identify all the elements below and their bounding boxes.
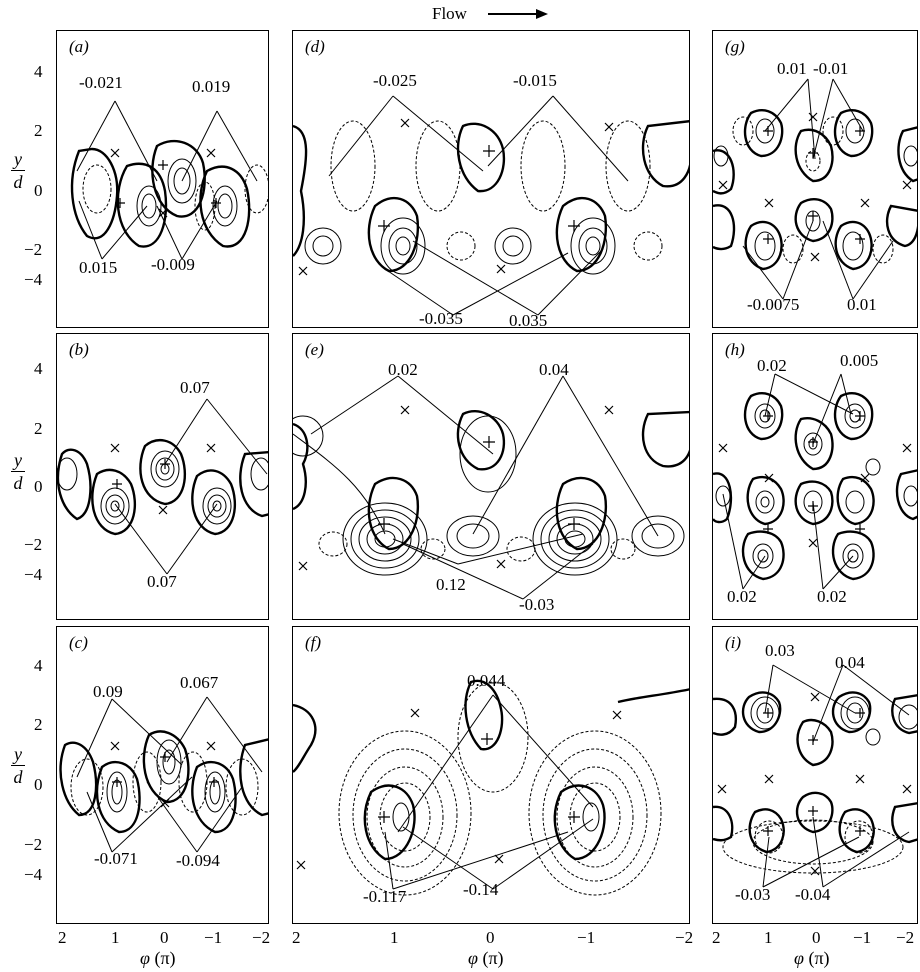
annotation: -0.035	[419, 309, 463, 328]
annotation: -0.025	[373, 71, 417, 90]
annotation: -0.03	[735, 885, 771, 904]
y-tick: 4	[34, 62, 43, 81]
contour-plot-e	[293, 375, 689, 600]
x-tick: 1	[764, 928, 773, 947]
annotation: 0.067	[180, 673, 219, 692]
x-tick: −1	[204, 928, 223, 947]
panel-h: (h) 0.02 0.005 0.02 0.02	[712, 333, 918, 620]
x-tick: −1	[577, 928, 596, 947]
annotation: 0.04	[539, 360, 569, 379]
panel-label: (i)	[725, 633, 742, 652]
y-tick: 2	[34, 419, 43, 438]
panel-label: (d)	[305, 37, 325, 56]
panel-g: (g) 0.01 -0.01 -0.0075 0.01	[712, 30, 918, 328]
annotation: 0.07	[147, 572, 177, 591]
y-tick: 0	[34, 477, 43, 496]
panel-label: (a)	[69, 37, 89, 56]
annotation: 0.044	[467, 671, 506, 690]
y-tick: 2	[34, 715, 43, 734]
y-tick: −4	[24, 565, 43, 584]
y-tick: −4	[24, 270, 43, 289]
panel-i: (i) 0.03 0.04 -0.03 -0.04	[712, 626, 918, 924]
annotation: -0.071	[94, 849, 138, 868]
y-tick: −4	[24, 865, 43, 884]
y-tick: 4	[34, 359, 43, 378]
annotation: -0.03	[519, 595, 555, 614]
annotation: -0.14	[463, 880, 499, 899]
annotation: -0.015	[513, 71, 557, 90]
panel-a: (a) -0.021 0.019 0.015 -0.009	[56, 30, 269, 328]
contour-plot-b	[57, 398, 268, 575]
annotation: -0.094	[176, 851, 220, 870]
annotation: 0.01	[847, 295, 877, 314]
x-tick: 0	[486, 928, 495, 947]
panel-e: (e) 0.02 0.04 0.12 -0.03	[292, 333, 690, 620]
x-tick: 2	[292, 928, 301, 947]
contour-plot-h	[713, 373, 917, 590]
annotation: 0.09	[93, 682, 123, 701]
x-axis-label: φ (π)	[468, 948, 504, 968]
panel-label: (c)	[69, 633, 88, 652]
contour-plot-a	[70, 100, 268, 260]
annotation: -0.009	[151, 255, 195, 274]
flow-label: Flow	[432, 4, 467, 23]
annotation: 0.02	[388, 360, 418, 379]
annotation: -0.117	[363, 887, 407, 906]
panel-d: (d) -0.025 -0.015 -0.035 0.035	[292, 30, 690, 328]
annotation: -0.021	[79, 73, 123, 92]
annotation: 0.035	[509, 311, 548, 328]
panel-f: (f) 0.044 -0.117 -0.14	[292, 626, 690, 924]
panel-label: (g)	[725, 37, 745, 56]
contour-plot-f	[293, 679, 689, 896]
x-tick: −2	[896, 928, 915, 947]
contour-plot-d	[293, 95, 689, 316]
annotation: -0.0075	[747, 295, 800, 314]
x-tick: −2	[675, 928, 694, 947]
annotation: 0.07	[180, 378, 210, 397]
flow-arrow-icon	[488, 9, 548, 19]
panel-label: (f)	[305, 633, 322, 652]
y-tick: 0	[34, 181, 43, 200]
x-tick: 2	[712, 928, 721, 947]
annotation: 0.02	[757, 356, 787, 375]
y-tick: −2	[24, 240, 43, 259]
panel-b: (b) 0.07 0.07	[56, 333, 269, 620]
y-tick: −2	[24, 535, 43, 554]
panel-c: (c) 0.09 0.067 -0.071 -0.094	[56, 626, 269, 924]
y-tick: −2	[24, 835, 43, 854]
annotation: 0.02	[817, 587, 847, 606]
x-tick: 1	[111, 928, 120, 947]
annotation: 0.04	[835, 653, 865, 672]
x-axis-label: φ (π)	[794, 948, 830, 968]
panel-label: (e)	[305, 340, 324, 359]
y-tick: 0	[34, 775, 43, 794]
annotation: 0.019	[192, 77, 231, 96]
annotation: 0.015	[79, 258, 118, 277]
x-tick: 2	[58, 928, 67, 947]
annotation: 0.12	[436, 575, 466, 594]
x-tick: −2	[252, 928, 271, 947]
annotation: 0.02	[727, 587, 757, 606]
x-tick: −1	[853, 928, 872, 947]
x-tick: 0	[812, 928, 821, 947]
annotation: 0.01	[777, 59, 807, 78]
annotation: 0.03	[765, 641, 795, 660]
annotation: -0.04	[795, 885, 831, 904]
x-tick: 0	[160, 928, 169, 947]
y-tick: 4	[34, 656, 43, 675]
annotation: 0.005	[840, 351, 879, 370]
x-tick: 1	[390, 928, 399, 947]
contour-plot-i	[713, 664, 917, 888]
x-axis-label: φ (π)	[140, 948, 176, 968]
contour-plot-g	[713, 78, 917, 300]
panel-label: (h)	[725, 340, 745, 359]
y-tick: 2	[34, 121, 43, 140]
contour-plot-c	[59, 696, 268, 853]
panel-label: (b)	[69, 340, 89, 359]
annotation: -0.01	[813, 59, 849, 78]
